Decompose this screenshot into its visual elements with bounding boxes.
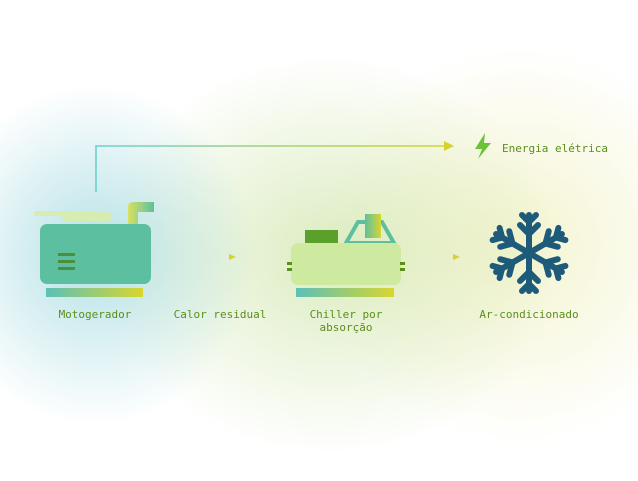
- chiller-label: Chiller por absorção: [309, 308, 383, 334]
- cooling-arrow: [429, 254, 460, 260]
- motogenerator-icon: [34, 202, 154, 297]
- snowflake-icon: [492, 212, 567, 291]
- waste-heat-label: Calor residual: [173, 308, 267, 321]
- waste-heat-arrow: [204, 254, 236, 260]
- air-conditioning-label: Ar-condicionado: [479, 308, 579, 321]
- chiller-icon: [287, 214, 405, 297]
- electric-energy-label: Energia elétrica: [502, 142, 608, 155]
- lightning-icon: [475, 133, 491, 159]
- motogenerator-label: Motogerador: [58, 308, 132, 321]
- electric-energy-arrow: [95, 141, 454, 192]
